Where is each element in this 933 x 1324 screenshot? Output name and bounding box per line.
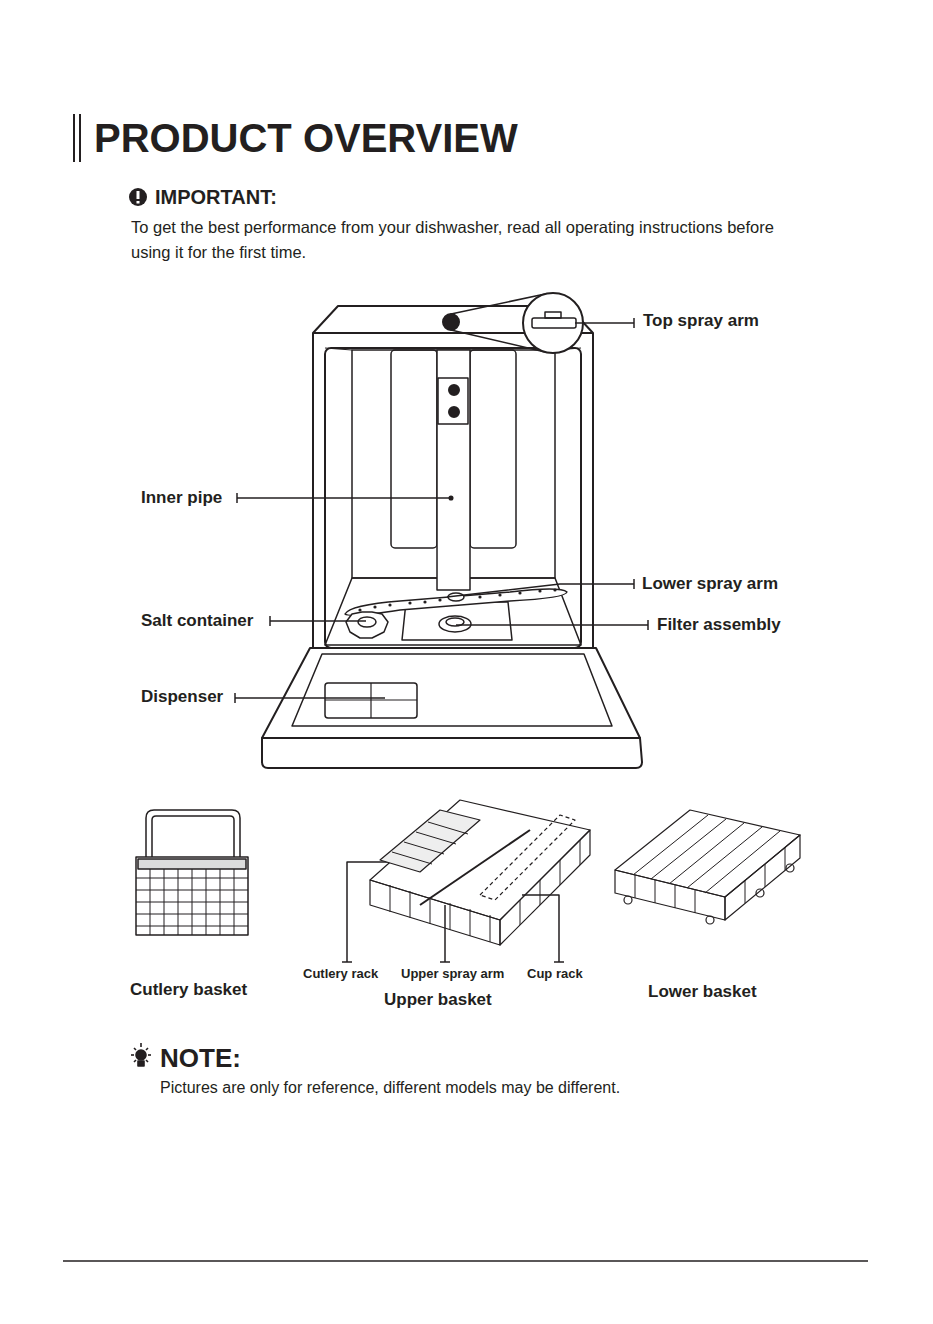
- leader-line: [235, 318, 648, 962]
- lower-spray-arm: [345, 588, 567, 615]
- important-text: To get the best performance from your di…: [131, 215, 791, 265]
- heading-bar: [79, 114, 81, 162]
- note-text: Pictures are only for reference, differe…: [160, 1078, 620, 1097]
- heading-bar: [73, 114, 75, 162]
- footer-rule: [63, 1260, 868, 1262]
- part-label: Cutlery basket: [130, 980, 247, 1000]
- part-label: Salt container: [141, 611, 253, 631]
- note-heading: NOTE:: [160, 1043, 241, 1074]
- important-heading: IMPORTANT:: [155, 185, 277, 209]
- dishwasher-door: [262, 648, 642, 768]
- top-spray-arm: [443, 293, 583, 353]
- inner-pipe: [437, 350, 470, 590]
- note-icon: [131, 1043, 151, 1066]
- part-label: Cup rack: [527, 966, 583, 982]
- important-icon: [129, 188, 147, 206]
- page-title: PRODUCT OVERVIEW: [94, 114, 518, 162]
- part-label: Inner pipe: [141, 488, 222, 508]
- upper-basket: [370, 800, 590, 945]
- part-label: Upper spray arm: [401, 966, 504, 982]
- part-label: Top spray arm: [643, 311, 759, 331]
- dispenser: [325, 683, 417, 718]
- lower-basket: [615, 810, 800, 924]
- cutlery-basket: [136, 810, 248, 935]
- part-label: Filter assembly: [657, 615, 781, 635]
- salt-container: [346, 612, 388, 638]
- part-label: Cutlery rack: [303, 966, 378, 982]
- part-label: Upper basket: [384, 990, 492, 1010]
- part-label: Lower spray arm: [642, 574, 778, 594]
- part-label: Lower basket: [648, 982, 757, 1002]
- dishwasher-body: [313, 306, 593, 650]
- part-label: Dispenser: [141, 687, 223, 707]
